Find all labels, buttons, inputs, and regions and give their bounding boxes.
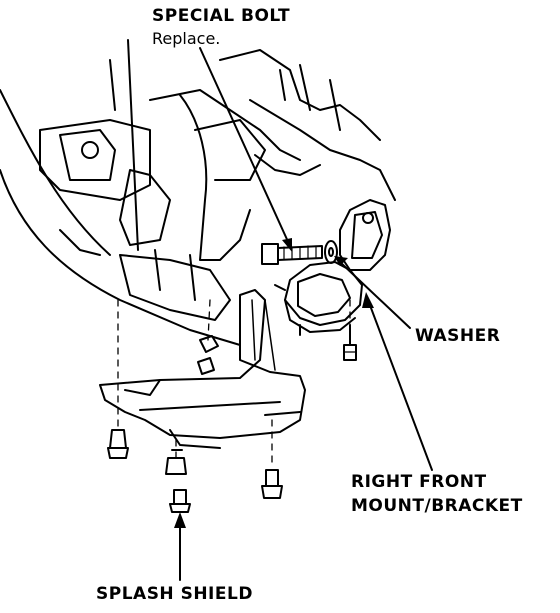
right-front-mount-label-line2: MOUNT/BRACKET: [351, 496, 523, 516]
special-bolt-label: SPECIAL BOLT: [152, 6, 291, 26]
arrowhead-shield: [174, 512, 186, 528]
washer-leader: [339, 261, 411, 329]
washer: [324, 240, 338, 264]
arrowhead-bolt: [282, 238, 292, 252]
right-front-mount-label-line1: RIGHT FRONT: [351, 472, 487, 492]
leader-lines: [179, 47, 433, 581]
mount-bracket-leader: [367, 299, 433, 471]
arrowhead-bracket: [362, 292, 374, 308]
guide-lines: [117, 299, 351, 469]
special-bolt-note: Replace.: [152, 29, 221, 48]
arrowheads: [174, 238, 374, 528]
splash-shield: [99, 289, 306, 449]
special-bolt-leader: [199, 47, 291, 247]
arrowhead-washer: [334, 256, 348, 266]
right-front-mount-bracket: [274, 199, 391, 336]
special-bolt: [261, 243, 323, 265]
engine-frame-outline: [0, 39, 396, 346]
splash-shield-label: SPLASH SHIELD: [96, 584, 253, 604]
mount-bolt: [343, 324, 357, 361]
washer-label: WASHER: [415, 326, 501, 346]
